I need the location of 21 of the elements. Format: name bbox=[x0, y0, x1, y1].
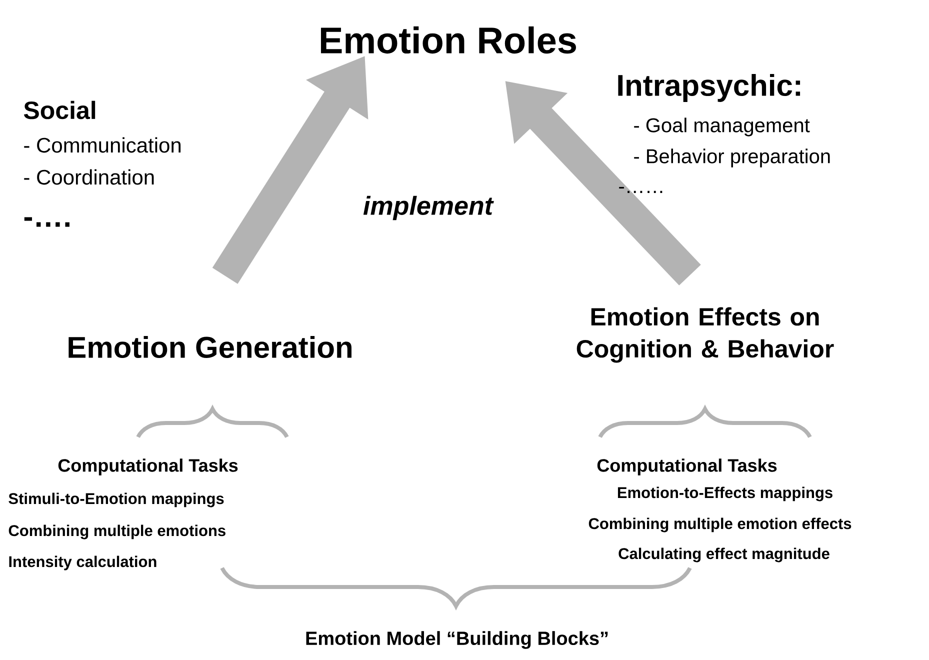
task-heading: Computational Tasks bbox=[597, 458, 777, 476]
task-item: Intensity calculation bbox=[9, 556, 156, 570]
list-item: -…… bbox=[619, 186, 662, 194]
list-item: - Goal management bbox=[634, 118, 810, 136]
task-item: Emotion-to-Effects mappings bbox=[618, 486, 832, 502]
task-heading: Computational Tasks bbox=[58, 458, 238, 476]
list-item: -…. bbox=[24, 217, 70, 227]
task-item: Combining multiple emotions bbox=[8, 524, 226, 540]
list-item: - Communication bbox=[24, 137, 181, 153]
task-item: Stimuli-to-Emotion mappings bbox=[8, 492, 224, 508]
category-heading: Intrapsychic: bbox=[618, 74, 800, 102]
heading-text: Emotion Roles bbox=[320, 26, 576, 54]
heading-text: Emotion Effects on Cognition & Behavior bbox=[576, 307, 834, 363]
category-heading: Social bbox=[24, 100, 96, 120]
task-item: Calculating effect magnitude bbox=[618, 548, 830, 562]
list-item: - Coordination bbox=[24, 169, 154, 185]
annotation-text: implement bbox=[363, 196, 494, 220]
list-item: - Behavior preparation bbox=[634, 148, 830, 168]
task-item: Combining multiple emotion effects bbox=[588, 518, 852, 532]
heading-text: Emotion Generation bbox=[68, 336, 352, 358]
caption-text: Emotion Model “Building Blocks” bbox=[306, 631, 608, 649]
